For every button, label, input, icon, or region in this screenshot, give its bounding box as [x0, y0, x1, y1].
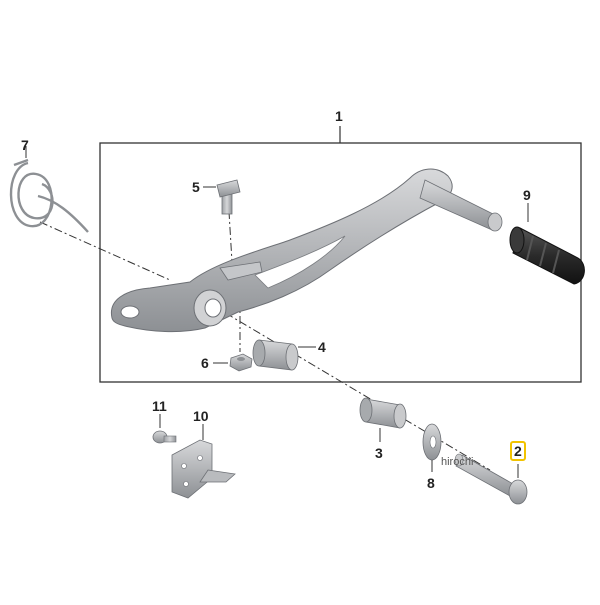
- shift-lever-part-1: [110, 168, 503, 333]
- bolt-part-5: [216, 179, 241, 215]
- footpeg-rubber-part-9: [509, 226, 585, 285]
- callout-2-highlighted[interactable]: 2: [510, 441, 526, 461]
- callout-6[interactable]: 6: [201, 355, 209, 371]
- washer-part-8: [422, 423, 442, 461]
- pin-bolt-part-2: [454, 453, 528, 505]
- callout-8[interactable]: 8: [427, 475, 435, 491]
- callout-1[interactable]: 1: [335, 108, 343, 124]
- callout-5[interactable]: 5: [192, 179, 200, 195]
- nut-part-6: [229, 353, 253, 372]
- callout-7[interactable]: 7: [21, 137, 29, 153]
- screw-part-11: [152, 430, 177, 444]
- bushing-part-4: [252, 339, 299, 371]
- spring-part-7: [9, 158, 89, 233]
- callout-3[interactable]: 3: [375, 445, 383, 461]
- callout-4[interactable]: 4: [318, 339, 326, 355]
- bushing-part-3: [359, 397, 407, 429]
- callout-10[interactable]: 10: [193, 408, 209, 424]
- callout-9[interactable]: 9: [523, 187, 531, 203]
- callout-11[interactable]: 11: [152, 398, 167, 414]
- watermark: hirochi: [441, 456, 474, 468]
- bracket-part-10: [171, 439, 236, 499]
